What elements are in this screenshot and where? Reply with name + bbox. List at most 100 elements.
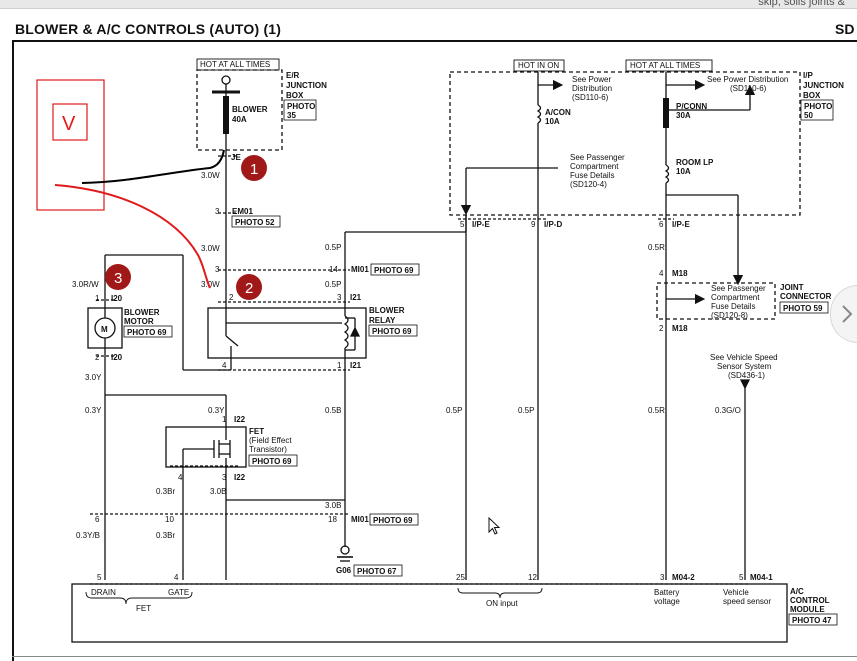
hot-all-times-label-right: HOT AT ALL TIMES bbox=[630, 61, 700, 70]
pconn-fuse-1: P/CONN bbox=[676, 102, 707, 111]
wire-0-3y-b: 0.3Y bbox=[208, 406, 225, 415]
wire-0-5b-a: 0.5B bbox=[325, 406, 341, 415]
wire-0-3yb: 0.3Y/B bbox=[76, 531, 100, 540]
photo-69-motor: PHOTO 69 bbox=[127, 328, 167, 337]
on-input-label: ON input bbox=[486, 599, 518, 608]
power-dist-a-2: Distribution bbox=[572, 84, 612, 93]
wire-0-3br-a: 0.3Br bbox=[156, 487, 175, 496]
blower-relay-label-1: BLOWER bbox=[369, 306, 405, 315]
vehicle-speed-2: Sensor System bbox=[717, 362, 772, 371]
i20-bottom-pin: 2 bbox=[95, 353, 100, 362]
top-cut-text: skip, soils joints & bbox=[758, 0, 845, 8]
hot-all-times-label-left: HOT AT ALL TIMES bbox=[200, 60, 270, 69]
fet-bottom-label: FET bbox=[136, 604, 151, 613]
photo-50-1: PHOTO bbox=[804, 102, 832, 111]
ipe-pin-5: 5 bbox=[460, 220, 465, 229]
ipe-b-label: I/P-E bbox=[672, 220, 690, 229]
hot-at-all-times-box-left bbox=[196, 58, 280, 71]
ipd-pin-9: 9 bbox=[531, 220, 536, 229]
relay-pin-1: 1 bbox=[337, 361, 342, 370]
acon-fuse-2: 10A bbox=[545, 117, 560, 126]
wire-0-3go: 0.3G/O bbox=[715, 406, 741, 415]
acon-fuse-1: A/CON bbox=[545, 108, 571, 117]
section-code: SD bbox=[835, 21, 855, 37]
hot-in-on-box bbox=[513, 59, 565, 72]
wire-3-0w-a: 3.0W bbox=[201, 171, 220, 180]
i20-bottom: I20 bbox=[111, 353, 123, 362]
blower-motor-label-2: MOTOR bbox=[124, 317, 154, 326]
passenger-b-3: Fuse Details bbox=[711, 302, 755, 311]
mi01-pin-14: 14 bbox=[329, 265, 338, 274]
joint-connector-1: JOINT bbox=[780, 283, 804, 292]
blower-relay-label-2: RELAY bbox=[369, 316, 396, 325]
user-annotations: V 1 2 3 bbox=[36, 79, 267, 300]
ip-junction-3: BOX bbox=[803, 91, 821, 100]
relay-pin-3: 3 bbox=[337, 293, 342, 302]
blower-motor-label-1: BLOWER bbox=[124, 308, 160, 317]
fet-label-3: Transistor) bbox=[249, 445, 287, 454]
annotation-red-stroke bbox=[54, 184, 211, 289]
callout-1 bbox=[241, 155, 267, 181]
em01-label: EM01 bbox=[232, 207, 253, 216]
bottom-rule bbox=[12, 656, 857, 657]
pin-12: 12 bbox=[528, 573, 537, 582]
wire-0-5p-d: 0.5P bbox=[518, 406, 534, 415]
passenger-a-1: See Passenger bbox=[570, 153, 625, 162]
pin-25: 25 bbox=[456, 573, 465, 582]
relay-i21-top: I21 bbox=[350, 293, 362, 302]
m18-pin-4: 4 bbox=[659, 269, 664, 278]
fet-pin-3: 3 bbox=[222, 473, 227, 482]
passenger-b-4: (SD120-8) bbox=[711, 311, 748, 320]
annotation-box-inner bbox=[52, 103, 88, 141]
photo-35-label-2: 35 bbox=[287, 111, 296, 120]
callout-2 bbox=[236, 274, 262, 300]
vehicle-speed-sensor-1: Vehicle bbox=[723, 588, 749, 597]
passenger-a-4: (SD120-4) bbox=[570, 180, 607, 189]
photo-50-2: 50 bbox=[804, 111, 813, 120]
wire-0-5r-b: 0.5R bbox=[648, 406, 665, 415]
i20-top: I20 bbox=[111, 294, 123, 303]
wire-3-0b-a: 3.0B bbox=[210, 487, 226, 496]
wire-3-0y: 3.0Y bbox=[85, 373, 102, 382]
er-junction-label-1: E/R bbox=[286, 71, 300, 80]
wire-3-0b-b: 3.0B bbox=[325, 501, 341, 510]
ipe-a-label: I/P-E bbox=[472, 220, 490, 229]
fet-label-1: FET bbox=[249, 427, 264, 436]
blower-relay-box bbox=[207, 307, 367, 359]
m04-1-label: M04-1 bbox=[750, 573, 773, 582]
hot-at-all-times-box-right bbox=[625, 59, 713, 72]
wire-3-0w-b: 3.0W bbox=[201, 244, 220, 253]
callout-3-label: 3 bbox=[114, 270, 122, 287]
power-dist-b-1: See Power Distribution bbox=[707, 75, 788, 84]
mi01-pin-18: 18 bbox=[328, 515, 337, 524]
er-junction-label-3: BOX bbox=[286, 91, 304, 100]
blower-fuse-label-1: BLOWER bbox=[232, 105, 268, 114]
chevron-right-icon bbox=[841, 305, 852, 323]
room-lp-fuse-2: 10A bbox=[676, 167, 691, 176]
pconn-fuse-2: 30A bbox=[676, 111, 691, 120]
vehicle-speed-3: (SD436-1) bbox=[728, 371, 765, 380]
vehicle-speed-1: See Vehicle Speed bbox=[710, 353, 778, 362]
mi01-label: MI01 bbox=[351, 265, 369, 274]
ip-junction-box bbox=[449, 71, 801, 216]
ip-junction-2: JUNCTION bbox=[803, 81, 844, 90]
battery-voltage-1: Battery bbox=[654, 588, 679, 597]
ac-control-2: CONTROL bbox=[790, 596, 830, 605]
i20-top-pin: 1 bbox=[95, 294, 100, 303]
motor-symbol: M bbox=[101, 325, 108, 334]
m18-top: M18 bbox=[672, 269, 688, 278]
callout-2-label: 2 bbox=[245, 280, 253, 297]
pin-4-gate: 4 bbox=[174, 573, 179, 582]
battery-voltage-2: voltage bbox=[654, 597, 680, 606]
i22-bottom: I22 bbox=[234, 473, 246, 482]
je-label: JE bbox=[231, 153, 241, 162]
g06-label: G06 bbox=[336, 566, 352, 575]
i22-pin-1: 1 bbox=[222, 415, 227, 424]
browser-top-strip: skip, soils joints & bbox=[0, 0, 857, 9]
photo-35-label-1: PHOTO bbox=[287, 102, 315, 111]
callout-1-label: 1 bbox=[250, 161, 258, 178]
fet-label-2: (Field Effect bbox=[249, 436, 292, 445]
m18-pin-2: 2 bbox=[659, 324, 664, 333]
page-title: BLOWER & A/C CONTROLS (AUTO) (1) bbox=[15, 21, 282, 37]
